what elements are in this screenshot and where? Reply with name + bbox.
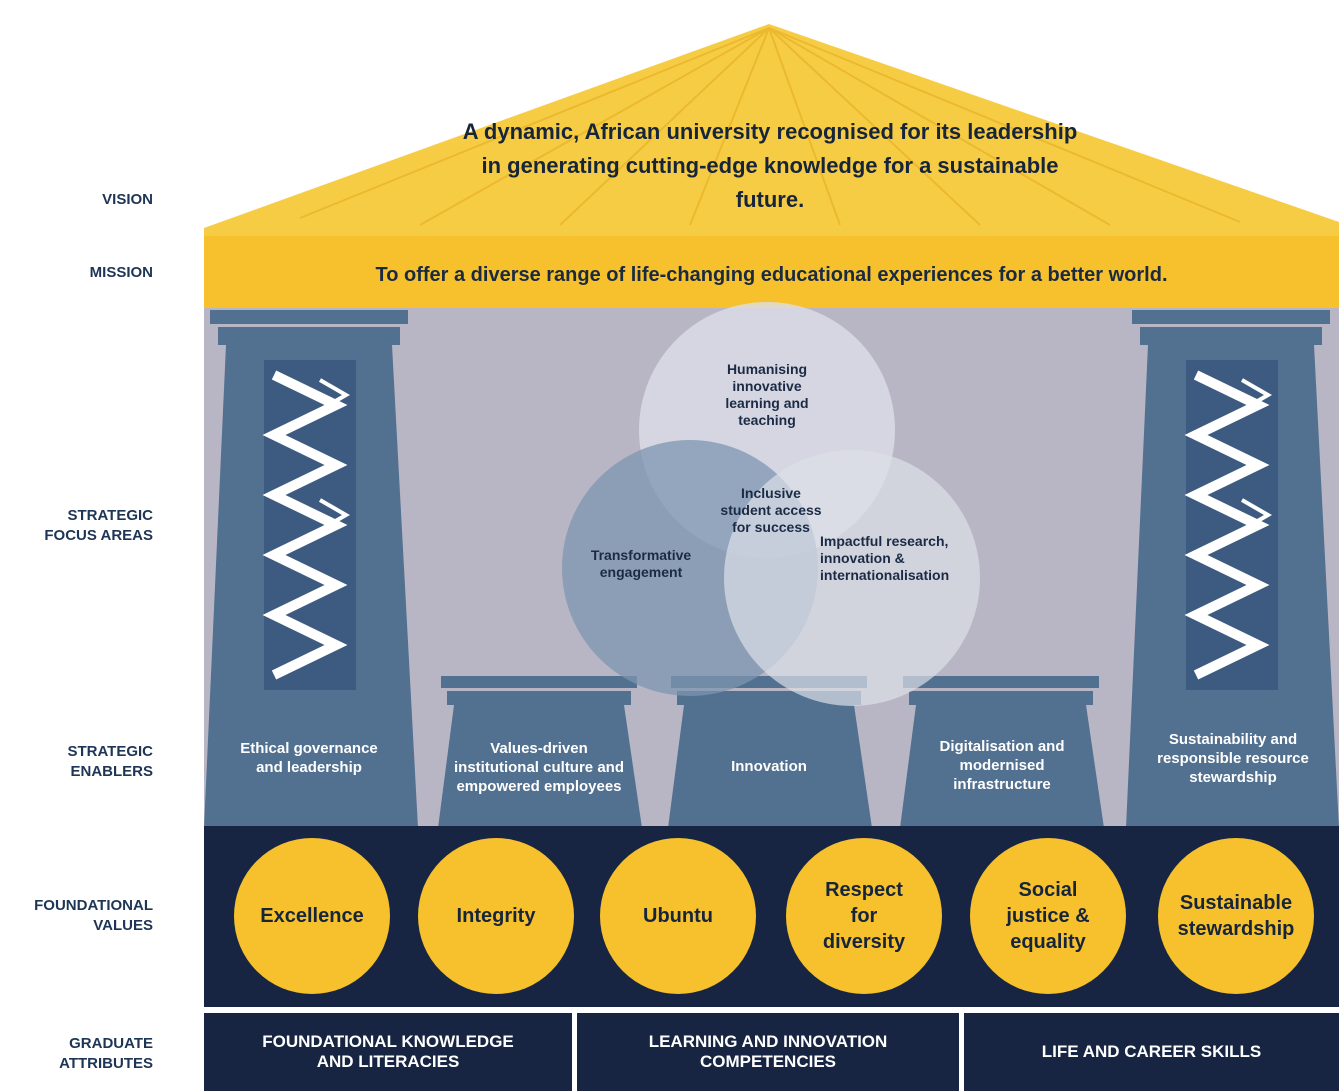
value-ubuntu: Ubuntu: [600, 838, 756, 994]
row-label-vision: VISION: [102, 191, 153, 208]
left-pillar: [204, 310, 418, 828]
right-pillar: [1126, 310, 1339, 828]
row-label-values: FOUNDATIONAL VALUES: [34, 897, 153, 934]
roof-straw-lines: [299, 27, 1241, 226]
enabler-culture: Values-driven institutional culture and …: [453, 739, 624, 795]
mission-band: [204, 236, 1339, 308]
mission-statement: To offer a diverse range of life-changin…: [375, 263, 1168, 286]
enabler-digitalisation: Digitalisation and modernised infrastruc…: [939, 737, 1065, 793]
middle-pillar-1: [438, 676, 642, 828]
focus-area-learning-teaching: Humanising innovative learning and teach…: [725, 361, 809, 428]
enabler-innovation: Innovation: [731, 757, 807, 775]
focus-area-engagement: Transformative engagement: [590, 547, 692, 580]
value-excellence: Excellence: [234, 838, 390, 994]
enabler-sustainability: Sustainability and responsible resource …: [1157, 730, 1309, 786]
values-band: [204, 826, 1339, 1007]
attribute-learning-innovation: LEARNING AND INNOVATION COMPETENCIES: [577, 1013, 959, 1091]
attribute-foundational-knowledge: FOUNDATIONAL KNOWLEDGE AND LITERACIES: [204, 1013, 572, 1091]
row-label-enablers: STRATEGIC ENABLERS: [67, 743, 153, 780]
value-stewardship: Sustainable stewardship: [1158, 838, 1314, 994]
attribute-life-career: LIFE AND CAREER SKILLS: [964, 1013, 1339, 1091]
row-label-focus-areas: STRATEGIC FOCUS AREAS: [44, 507, 153, 544]
row-label-attributes: GRADUATE ATTRIBUTES: [59, 1035, 153, 1072]
value-social-justice: Social justice & equality: [970, 838, 1126, 994]
middle-pillar-3: [900, 676, 1104, 828]
focus-venn: [562, 302, 980, 706]
focus-area-student-access: Inclusive student access for success: [720, 484, 822, 535]
enabler-governance: Ethical governance and leadership: [240, 740, 378, 776]
focus-area-research: Impactful research, innovation & interna…: [820, 533, 950, 583]
row-label-mission: MISSION: [89, 264, 153, 281]
vision-statement: A dynamic, African university recognised…: [462, 119, 1078, 212]
value-integrity: Integrity: [418, 838, 574, 994]
value-respect-diversity: Respect for diversity: [786, 838, 942, 994]
